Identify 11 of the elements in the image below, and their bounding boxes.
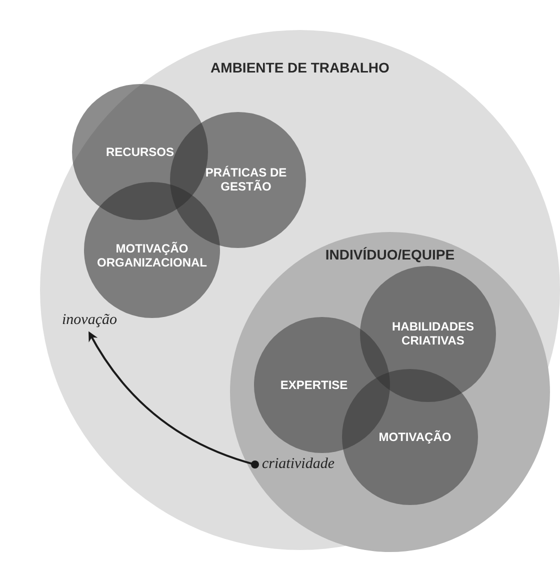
- circle-label: RECURSOS: [104, 144, 175, 160]
- circle-label: MOTIVAÇÃO ORGANIZACIONAL: [96, 242, 208, 270]
- circle-label: AMBIENTE DE TRABALHO: [210, 60, 390, 76]
- italic-label: criatividade: [262, 456, 334, 473]
- arrow: [88, 331, 259, 468]
- circle-label: INDIVÍDUO/EQUIPE: [324, 246, 456, 264]
- circle-label: HABILIDADES CRIATIVAS: [390, 320, 475, 348]
- circle-label: PRÁTICAS DE GESTÃO: [204, 166, 288, 194]
- circle-label: EXPERTISE: [279, 378, 349, 392]
- italic-label: inovação: [62, 312, 117, 329]
- circle-label: MOTIVAÇÃO: [378, 430, 452, 444]
